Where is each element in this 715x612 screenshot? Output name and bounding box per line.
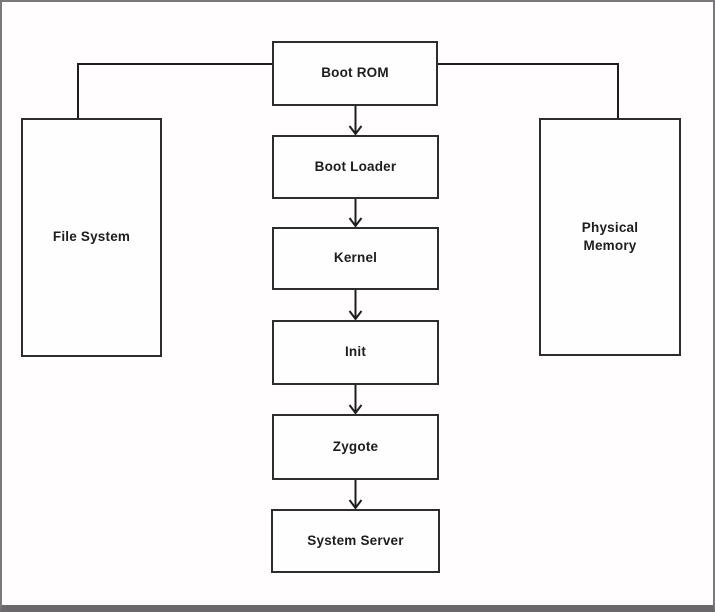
edge-zygote-systemserver — [348, 480, 363, 510]
node-init: Init — [272, 320, 439, 385]
edge-bootrom-bootloader — [348, 106, 363, 136]
node-file-system-label: File System — [52, 229, 131, 245]
node-system-server: System Server — [271, 509, 440, 573]
node-boot-loader-label: Boot Loader — [314, 158, 397, 174]
arrowhead-icon — [348, 310, 363, 321]
node-zygote: Zygote — [272, 414, 439, 480]
node-kernel: Kernel — [272, 227, 439, 290]
node-system-server-label: System Server — [307, 532, 404, 548]
edge-bootloader-kernel — [348, 199, 363, 228]
arrowhead-icon — [348, 125, 363, 136]
node-kernel-label: Kernel — [333, 250, 378, 266]
node-zygote-label: Zygote — [332, 438, 379, 454]
edge-kernel-init — [348, 290, 363, 321]
node-file-system: File System — [21, 118, 162, 357]
node-boot-rom-label: Boot ROM — [321, 65, 389, 81]
node-physical-memory: Physical Memory — [539, 118, 681, 356]
arrowhead-icon — [348, 499, 363, 510]
node-init-label: Init — [344, 344, 367, 360]
node-boot-loader: Boot Loader — [272, 135, 439, 199]
arrowhead-icon — [348, 217, 363, 228]
edge-bootrom-filesystem — [77, 63, 272, 118]
node-physical-memory-label: Physical Memory — [581, 219, 639, 253]
edge-bootrom-physicalmemory — [438, 63, 619, 118]
node-boot-rom: Boot ROM — [272, 41, 438, 106]
edge-init-zygote — [348, 385, 363, 415]
arrowhead-icon — [348, 404, 363, 415]
